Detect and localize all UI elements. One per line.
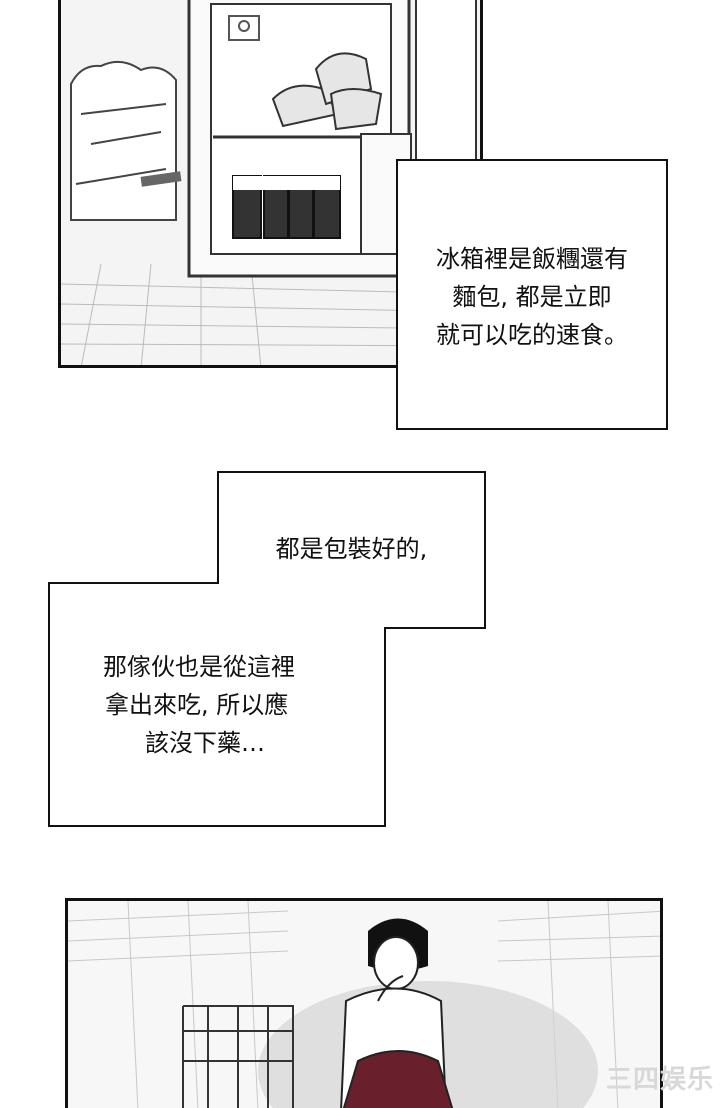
sitting-man-illustration bbox=[68, 901, 660, 1108]
fridge-panel bbox=[58, 0, 483, 368]
caption-fridge-contents: 冰箱裡是飯糰還有 麵包, 都是立即 就可以吃的速食。 bbox=[396, 159, 668, 430]
caption-line: 就可以吃的速食。 bbox=[436, 321, 628, 349]
caption-line: 該沒下藥… bbox=[145, 729, 265, 757]
watermark: 三四娱乐 bbox=[605, 1065, 714, 1095]
sitting-man-panel bbox=[65, 898, 663, 1108]
caption-line: 那傢伙也是從這裡 bbox=[103, 653, 295, 681]
caption-line: 麵包, 都是立即 bbox=[452, 283, 612, 311]
caption-line: 冰箱裡是飯糰還有 bbox=[436, 245, 628, 273]
fridge-illustration bbox=[61, 0, 480, 365]
stepped-caption-frame bbox=[48, 471, 486, 827]
caption-line: 拿出來吃, 所以應 bbox=[105, 691, 289, 719]
caption-line: 都是包裝好的, bbox=[275, 535, 428, 563]
